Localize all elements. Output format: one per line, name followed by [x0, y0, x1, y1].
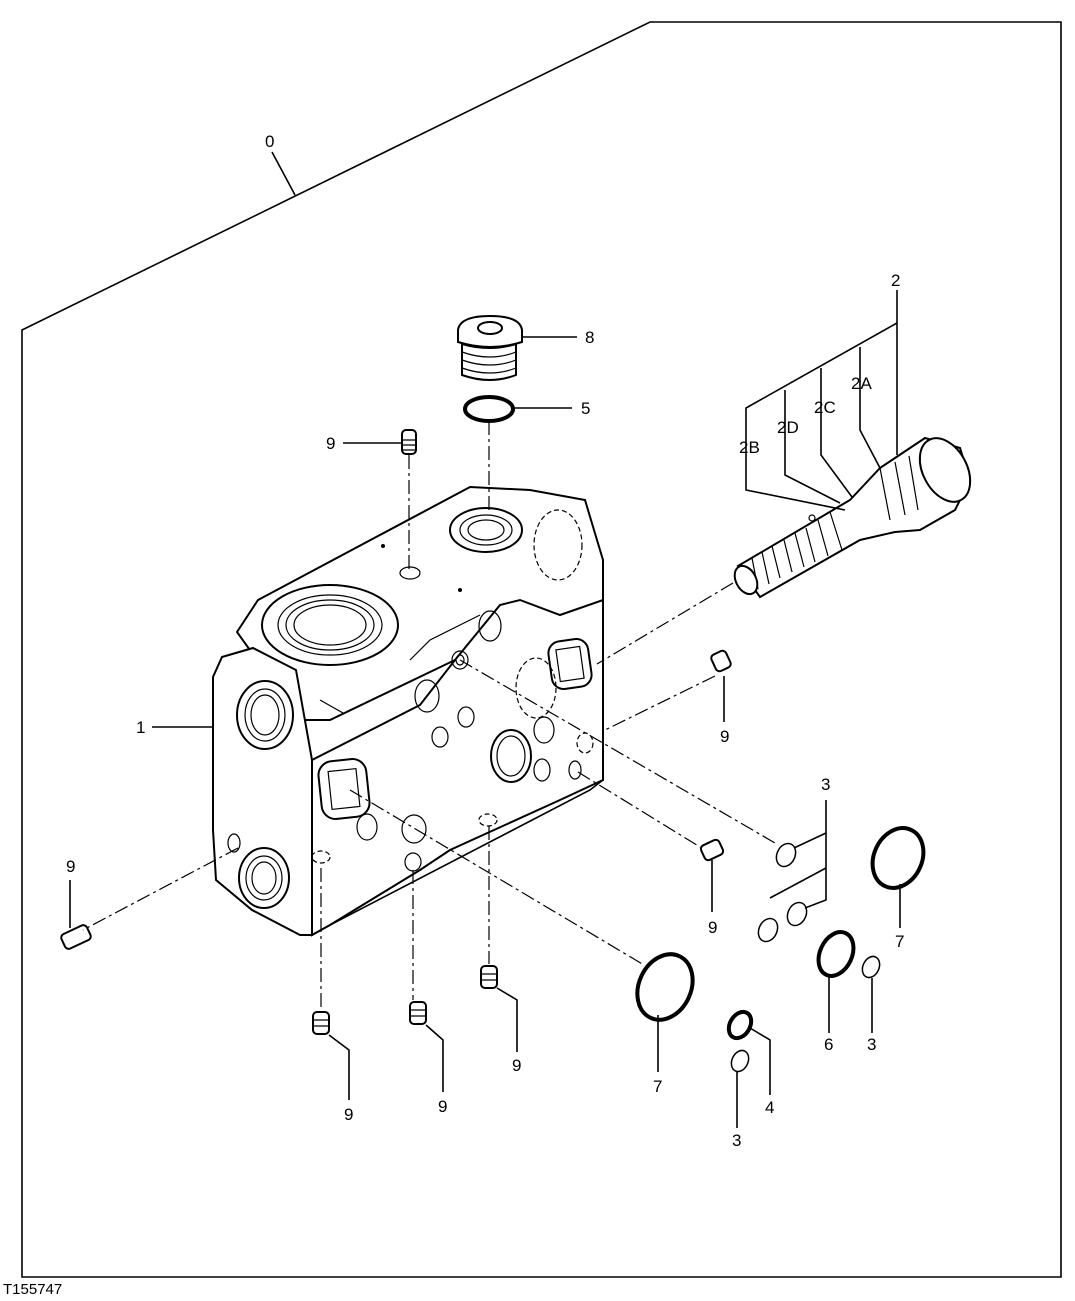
o-ring-7-right [870, 826, 926, 890]
figure-id: T155747 [3, 1281, 63, 1298]
callout-9-top: 9 [326, 434, 335, 453]
callout-5: 5 [581, 399, 590, 418]
callout-3-top: 3 [821, 775, 830, 794]
plug-screw-9-bottom-a [312, 1011, 330, 1035]
plug-screw-9-left [60, 924, 92, 950]
o-ring-5 [463, 395, 515, 423]
seal-3-d [861, 955, 881, 979]
callout-1: 1 [136, 718, 145, 737]
callout-9-bottom-c: 9 [512, 1056, 521, 1075]
plug-screw-9-right [710, 649, 732, 673]
leader-lines [69, 151, 901, 1128]
callout-3-right: 3 [867, 1035, 876, 1054]
valve-body [212, 485, 604, 937]
o-ring-4 [726, 1009, 754, 1041]
seal-3-c [757, 917, 779, 943]
callout-9-bottom-a: 9 [344, 1105, 353, 1124]
callout-0: 0 [265, 132, 274, 151]
plug-screw-9-top [401, 429, 417, 455]
o-ring-7-bottom [635, 952, 695, 1022]
callout-labels: 0 1 2 2A 2C 2D 2B 8 5 9 9 3 7 9 9 6 3 9 … [66, 132, 904, 1150]
callout-8: 8 [585, 328, 594, 347]
callout-2: 2 [891, 271, 900, 290]
callout-6: 6 [824, 1035, 833, 1054]
callout-7-right: 7 [895, 932, 904, 951]
callout-7-bottom: 7 [653, 1077, 662, 1096]
callout-9-right: 9 [720, 727, 729, 746]
assembly-frame [21, 21, 1062, 1278]
seal-3-a [775, 842, 797, 868]
plug-screw-9-mid-right [699, 838, 725, 862]
callout-9-left: 9 [66, 857, 75, 876]
callout-2d: 2D [777, 418, 799, 437]
callout-9-mid-right: 9 [708, 918, 717, 937]
callout-4: 4 [765, 1098, 774, 1117]
seal-3-b [786, 901, 808, 927]
alignment-lines [82, 421, 776, 1010]
o-ring-6 [816, 930, 856, 978]
callout-2c: 2C [814, 398, 836, 417]
callout-9-bottom-b: 9 [438, 1097, 447, 1116]
callout-2b: 2B [739, 438, 760, 457]
callout-3-bottom: 3 [732, 1131, 741, 1150]
plug-screw-9-bottom-c [480, 965, 498, 989]
seal-3-e [730, 1049, 750, 1073]
callout-2a: 2A [851, 374, 872, 393]
plug [457, 314, 523, 381]
spool-assembly [733, 436, 972, 599]
plug-screw-9-bottom-b [409, 1001, 427, 1025]
